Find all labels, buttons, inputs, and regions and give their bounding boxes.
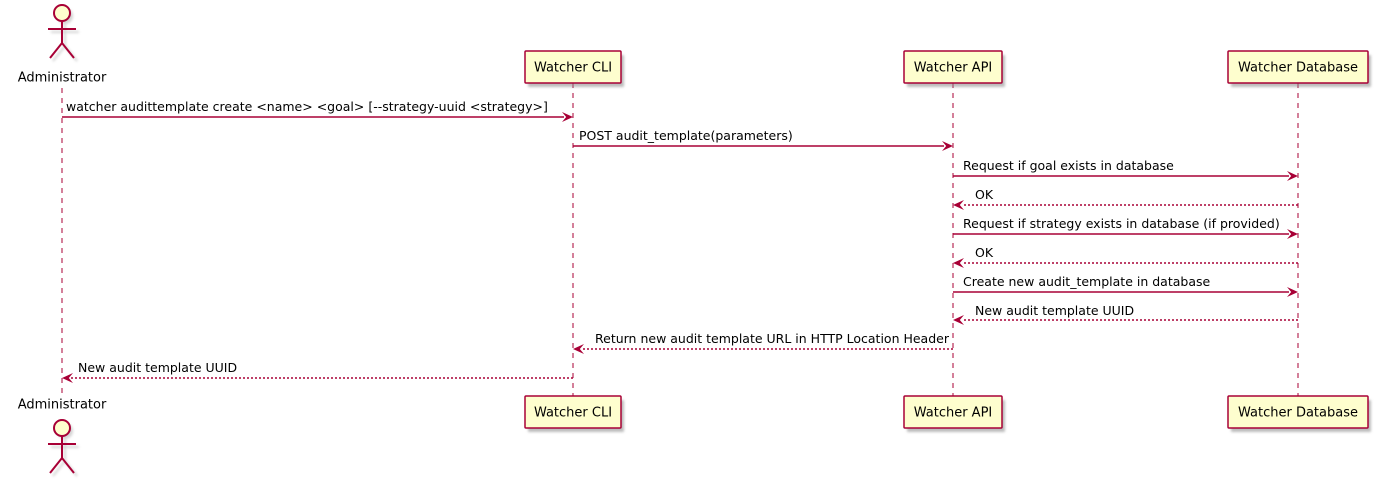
message-7[interactable]: Create new audit_template in database xyxy=(953,274,1298,297)
participant-label-watcher-api-top: Watcher API xyxy=(914,61,993,76)
participant-watcher-database-top[interactable]: Watcher Database xyxy=(1227,50,1371,87)
lifelines-group xyxy=(61,83,1299,396)
participant-watcher-database-bottom[interactable]: Watcher Database xyxy=(1227,395,1371,432)
message-4[interactable]: OK xyxy=(953,187,1298,210)
participant-box-watcher-database-top xyxy=(1227,50,1369,84)
message-label: watcher audittemplate create <name> <goa… xyxy=(66,99,548,114)
message-arrowhead xyxy=(62,373,73,383)
participant-watcher-api-top[interactable]: Watcher API xyxy=(903,50,1005,87)
message-10[interactable]: New audit template UUID xyxy=(62,360,573,383)
message-6[interactable]: OK xyxy=(953,245,1298,268)
message-arrowhead xyxy=(953,315,964,325)
message-arrowhead xyxy=(562,112,573,122)
message-arrowhead xyxy=(1287,287,1298,297)
message-label: Create new audit_template in database xyxy=(963,274,1210,289)
message-8[interactable]: New audit template UUID xyxy=(953,303,1298,325)
participant-watcher-api-bottom[interactable]: Watcher API xyxy=(903,395,1005,432)
message-arrowhead xyxy=(1287,171,1298,181)
actor-label-administrator-bottom: Administrator xyxy=(18,398,107,413)
message-label: OK xyxy=(975,187,994,202)
message-label: Request if strategy exists in database (… xyxy=(963,216,1280,231)
actor-right-leg-line xyxy=(61,42,75,59)
message-label: Request if goal exists in database xyxy=(963,158,1174,173)
actor-head-icon-bottom xyxy=(53,419,71,437)
message-5[interactable]: Request if strategy exists in database (… xyxy=(953,216,1298,239)
actor-head-icon xyxy=(53,4,71,22)
message-arrowhead xyxy=(1287,229,1298,239)
participant-box-watcher-api-bottom xyxy=(903,395,1003,429)
participant-watcher-cli-top[interactable]: Watcher CLI xyxy=(524,50,624,87)
actor-right-leg-line-bottom xyxy=(61,457,75,474)
actor-left-leg-line xyxy=(49,42,63,59)
message-label: New audit template UUID xyxy=(78,360,237,375)
message-label: New audit template UUID xyxy=(975,303,1134,318)
message-2[interactable]: POST audit_template(parameters) xyxy=(573,128,953,151)
message-label: OK xyxy=(975,245,994,260)
message-label: POST audit_template(parameters) xyxy=(579,128,793,143)
participant-label-watcher-database-top: Watcher Database xyxy=(1238,61,1358,76)
participant-label-watcher-cli-top: Watcher CLI xyxy=(534,61,612,76)
participant-box-watcher-database-bottom xyxy=(1227,395,1369,429)
actor-left-leg-line-bottom xyxy=(49,457,63,474)
participant-box-watcher-api-top xyxy=(903,50,1003,84)
participant-box-watcher-cli-bottom xyxy=(524,395,622,429)
messages-group: watcher audittemplate create <name> <goa… xyxy=(62,99,1298,383)
actor-administrator-bottom[interactable]: Administrator xyxy=(18,398,107,477)
actor-administrator-top[interactable]: Administrator xyxy=(18,4,107,86)
message-1[interactable]: watcher audittemplate create <name> <goa… xyxy=(62,99,573,122)
participant-box-watcher-cli-top xyxy=(524,50,622,84)
participant-label-watcher-database-bottom: Watcher Database xyxy=(1238,406,1358,421)
participant-watcher-cli-bottom[interactable]: Watcher CLI xyxy=(524,395,624,432)
message-arrowhead xyxy=(953,258,964,268)
participant-label-watcher-api-bottom: Watcher API xyxy=(914,406,993,421)
message-arrowhead xyxy=(942,141,953,151)
actor-label-administrator-top: Administrator xyxy=(18,71,107,86)
message-label: Return new audit template URL in HTTP Lo… xyxy=(595,331,950,346)
participant-label-watcher-cli-bottom: Watcher CLI xyxy=(534,406,612,421)
message-arrowhead xyxy=(573,344,584,354)
message-arrowhead xyxy=(953,200,964,210)
message-9[interactable]: Return new audit template URL in HTTP Lo… xyxy=(573,331,953,354)
message-3[interactable]: Request if goal exists in database xyxy=(953,158,1298,181)
